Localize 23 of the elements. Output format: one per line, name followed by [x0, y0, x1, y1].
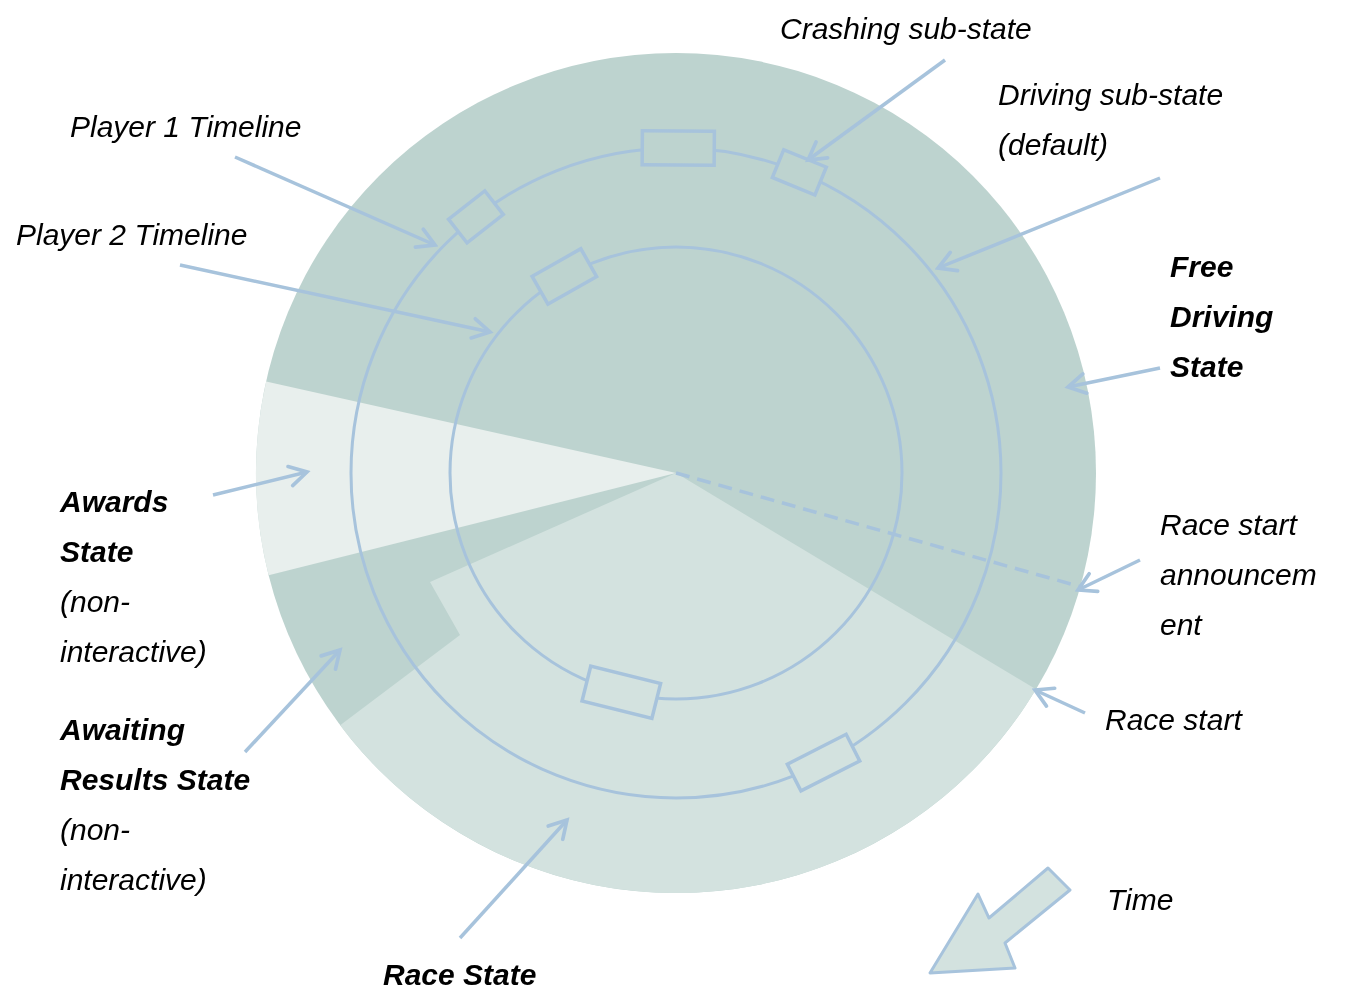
state-name: Free Driving State	[1170, 249, 1275, 385]
leader-line	[212, 464, 309, 497]
callout-label: Crashing sub-state	[780, 11, 1033, 47]
state-note: (non-interactive)	[60, 584, 208, 670]
leader-line	[806, 58, 947, 162]
callout-label: Driving sub-state (default)	[998, 77, 1225, 163]
leader-line	[179, 263, 492, 340]
state-name: Awards State	[60, 484, 170, 570]
callout-label: Race start announcement	[1160, 507, 1318, 643]
leader-line	[936, 176, 1161, 273]
leader-line	[1033, 686, 1086, 715]
state-note: (non-interactive)	[60, 812, 208, 898]
state-name: Awaiting Results State	[60, 712, 252, 798]
callout-label: Player 1 Timeline	[70, 109, 303, 145]
callout-label: Race start	[1105, 702, 1244, 738]
leader-line	[243, 648, 342, 754]
leader-line	[234, 155, 437, 249]
leader-line	[1066, 366, 1161, 395]
state-name: Race State	[383, 957, 538, 992]
leader-line	[1076, 558, 1141, 594]
callout-label: Player 2 Timeline	[16, 217, 249, 253]
axis-label: Time	[1107, 882, 1174, 918]
leader-line	[458, 818, 569, 940]
